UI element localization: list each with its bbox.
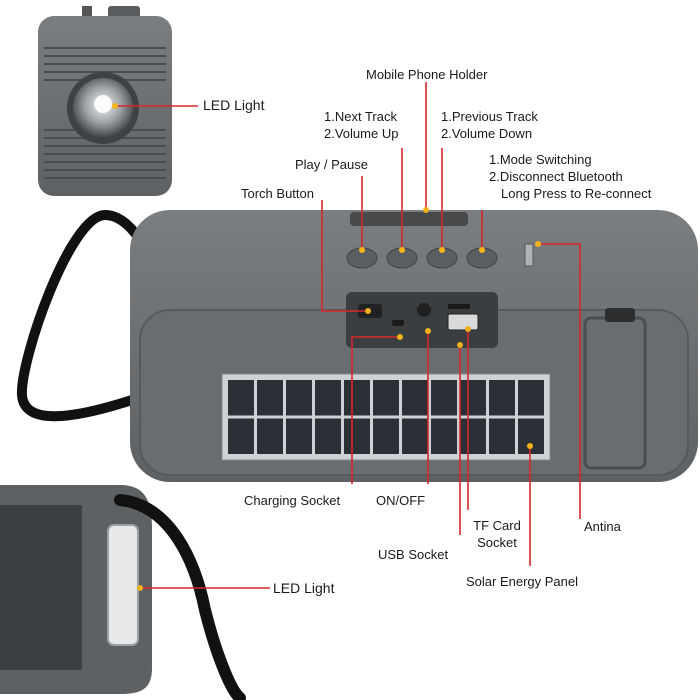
usb-port [447, 313, 479, 331]
solar-cell [460, 380, 486, 416]
solar-cell [286, 418, 312, 454]
label-next-track-line2: 2.Volume Up [324, 126, 399, 141]
corner-view-led [0, 485, 246, 700]
label-solar-energy-panel: Solar Energy Panel [466, 574, 579, 589]
leader-antina [538, 243, 581, 519]
solar-cell [460, 418, 486, 454]
solar-cell [489, 380, 515, 416]
solar-cell [489, 418, 515, 454]
label-previous-track: 1.Previous Track 2.Volume Down [441, 108, 538, 142]
charging-port [392, 320, 404, 326]
side-view-led [38, 6, 172, 196]
label-antina: Antina [584, 519, 621, 534]
label-tf-card-socket: TF Card Socket [462, 517, 532, 551]
solar-cell [257, 380, 283, 416]
label-next-track: 1.Next Track 2.Volume Up [324, 108, 474, 142]
led-bulb [94, 95, 112, 113]
solar-cell [228, 418, 254, 454]
solar-cell [257, 418, 283, 454]
label-on-off: ON/OFF [376, 493, 426, 508]
solar-cell [286, 380, 312, 416]
leader-torch [321, 200, 368, 312]
label-mode-line2: 2.Disconnect Bluetooth [489, 169, 623, 184]
clip-latch [605, 308, 635, 322]
label-next-track-line1: 1.Next Track [324, 109, 397, 124]
control-buttons [346, 247, 498, 269]
label-tf-card-line1: TF Card [473, 518, 521, 533]
label-torch-button: Torch Button [241, 186, 314, 201]
solar-cells [228, 380, 544, 454]
label-tf-card-line2: Socket [477, 535, 517, 550]
solar-cell [344, 418, 370, 454]
corner-grille [0, 505, 82, 670]
label-led-light-bottom: LED Light [273, 580, 335, 596]
label-usb-socket: USB Socket [378, 547, 449, 562]
solar-cell [373, 418, 399, 454]
label-mobile-phone-holder: Mobile Phone Holder [366, 67, 488, 82]
antenna [524, 243, 534, 267]
power-switch [417, 303, 431, 317]
solar-cell [518, 380, 544, 416]
label-previous-track-line2: 2.Volume Down [441, 126, 533, 141]
leader-charging [351, 336, 400, 484]
solar-cell [315, 380, 341, 416]
solar-cell [373, 380, 399, 416]
label-mode-line3: Long Press to Re-connect [501, 186, 652, 201]
marker-dots [112, 103, 541, 591]
antenna-tip [82, 6, 92, 22]
solar-cell [315, 418, 341, 454]
solar-cell [402, 418, 428, 454]
leader-lines [115, 82, 581, 589]
main-speaker [130, 210, 698, 482]
solar-cell [344, 380, 370, 416]
solar-cell [228, 380, 254, 416]
solar-cell [431, 380, 457, 416]
label-led-light-top: LED Light [203, 97, 265, 113]
phone-holder-slot [350, 212, 468, 226]
tf-card-slot [448, 304, 470, 309]
label-previous-track-line1: 1.Previous Track [441, 109, 538, 124]
solar-cell [402, 380, 428, 416]
label-charging-socket: Charging Socket [244, 493, 341, 508]
led-strip [107, 524, 139, 646]
solar-cell [431, 418, 457, 454]
label-mode-line1: 1.Mode Switching [489, 152, 592, 167]
label-mode-switching: 1.Mode Switching 2.Disconnect Bluetooth … [489, 151, 651, 202]
label-play-pause: Play / Pause [295, 157, 368, 172]
corner-strap [114, 494, 246, 700]
